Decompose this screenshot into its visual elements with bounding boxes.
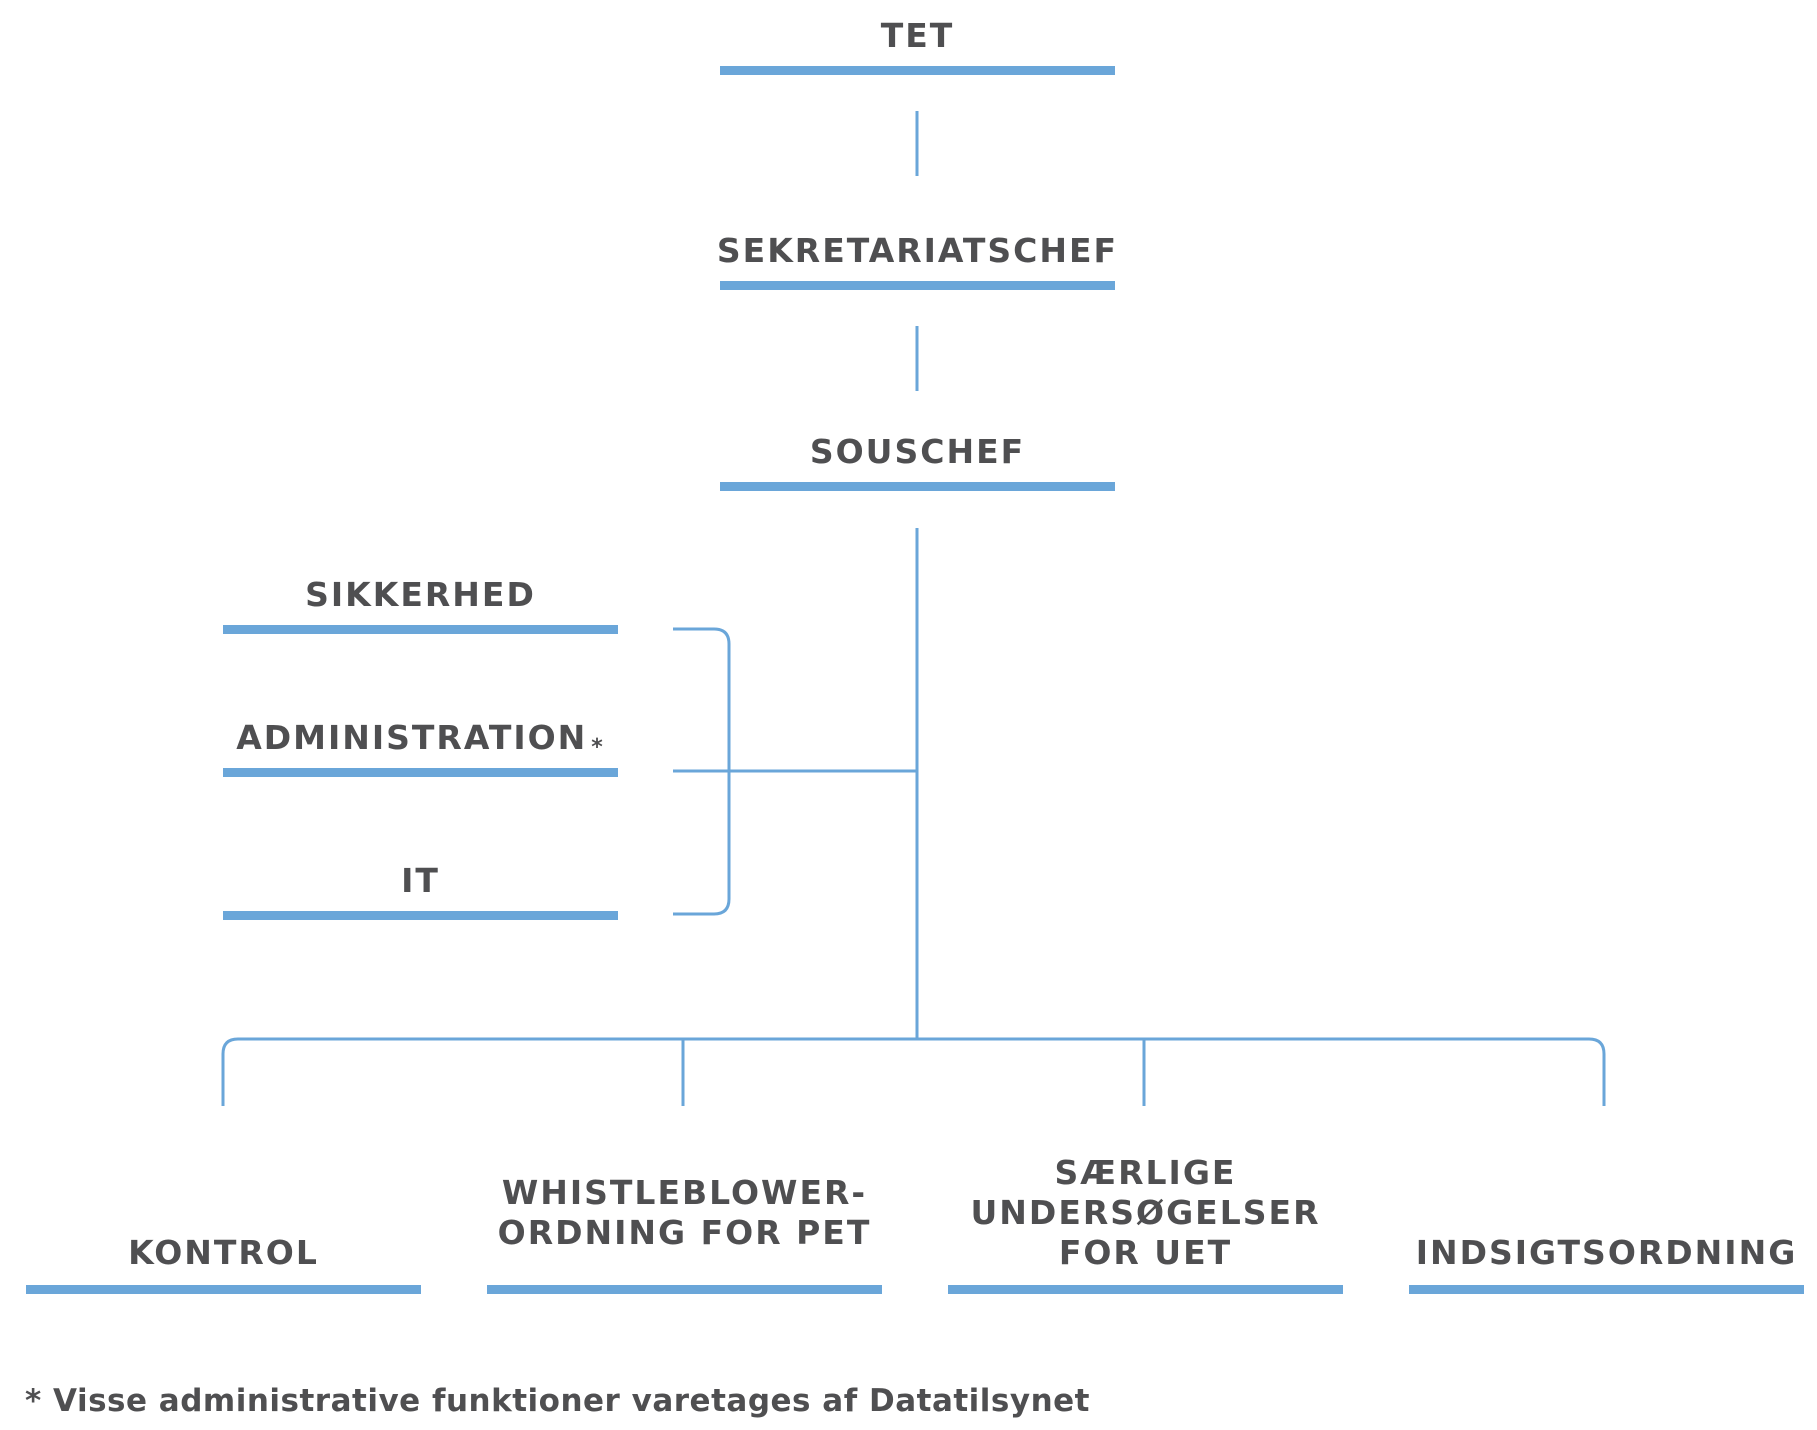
node-whistleblower-line-1: WHISTLEBLOWER- xyxy=(501,1173,868,1212)
node-indsigtsordning-bar xyxy=(1409,1285,1804,1294)
node-whistleblower: WHISTLEBLOWER- ORDNING FOR PET xyxy=(487,1145,882,1295)
node-tet-bar xyxy=(720,66,1115,75)
node-saerlige-undersoegelser-lines: SÆRLIGE UNDERSØGELSER FOR UET xyxy=(971,1153,1321,1273)
node-tet: TET xyxy=(720,10,1115,75)
node-whistleblower-line-2: ORDNING FOR PET xyxy=(497,1213,872,1252)
node-kontrol: KONTROL xyxy=(26,1145,421,1295)
node-sekretariatschef-text: SEKRETARIATSCHEF xyxy=(716,231,1119,270)
node-it: IT xyxy=(223,855,618,920)
node-indsigtsordning-label: INDSIGTSORDNING xyxy=(1409,1145,1804,1273)
node-administration-bar xyxy=(223,768,618,777)
node-indsigtsordning-line-1: INDSIGTSORDNING xyxy=(1415,1233,1798,1272)
node-sekretariatschef-bar xyxy=(720,281,1115,290)
node-administration-label: ADMINISTRATION* xyxy=(236,718,605,760)
node-souschef-bar xyxy=(720,482,1115,491)
node-sekretariatschef-label: SEKRETARIATSCHEF xyxy=(716,225,1119,271)
node-kontrol-lines: KONTROL xyxy=(128,1233,319,1273)
node-saerlige-undersoegelser-label: SÆRLIGE UNDERSØGELSER FOR UET xyxy=(948,1145,1343,1273)
footnote: * Visse administrative funktioner vareta… xyxy=(25,1383,1091,1419)
node-indsigtsordning-lines: INDSIGTSORDNING xyxy=(1416,1233,1798,1273)
node-saerlige-undersoegelser-line-3: FOR UET xyxy=(1058,1233,1233,1272)
node-kontrol-label: KONTROL xyxy=(26,1145,421,1273)
node-sikkerhed: SIKKERHED xyxy=(223,569,618,634)
node-sikkerhed-text: SIKKERHED xyxy=(305,575,536,614)
node-saerlige-undersoegelser: SÆRLIGE UNDERSØGELSER FOR UET xyxy=(948,1145,1343,1295)
node-sikkerhed-label: SIKKERHED xyxy=(223,569,618,615)
node-saerlige-undersoegelser-line-2: UNDERSØGELSER xyxy=(970,1193,1321,1232)
node-administration-text: ADMINISTRATION xyxy=(236,718,588,757)
node-sekretariatschef: SEKRETARIATSCHEF xyxy=(716,225,1119,290)
node-saerlige-undersoegelser-bar xyxy=(948,1285,1343,1294)
node-it-label: IT xyxy=(223,855,618,901)
node-whistleblower-bar xyxy=(487,1285,882,1294)
node-souschef-label: SOUSCHEF xyxy=(720,426,1115,472)
node-indsigtsordning: INDSIGTSORDNING xyxy=(1409,1145,1804,1295)
node-it-text: IT xyxy=(401,861,440,900)
node-souschef-text: SOUSCHEF xyxy=(809,432,1026,471)
connector-units-horizontal xyxy=(221,1037,1606,1106)
node-souschef: SOUSCHEF xyxy=(720,426,1115,491)
node-tet-text: TET xyxy=(880,16,955,55)
node-kontrol-line-1: KONTROL xyxy=(128,1233,319,1272)
node-sikkerhed-bar xyxy=(223,625,618,634)
node-it-bar xyxy=(223,911,618,920)
node-tet-label: TET xyxy=(720,10,1115,56)
connector-staff-bracket xyxy=(673,627,731,916)
node-whistleblower-lines: WHISTLEBLOWER- ORDNING FOR PET xyxy=(498,1173,872,1253)
node-whistleblower-label: WHISTLEBLOWER- ORDNING FOR PET xyxy=(487,1145,882,1253)
node-saerlige-undersoegelser-line-1: SÆRLIGE xyxy=(1054,1153,1237,1192)
node-kontrol-bar xyxy=(26,1285,421,1294)
node-administration: ADMINISTRATION* xyxy=(223,712,618,777)
